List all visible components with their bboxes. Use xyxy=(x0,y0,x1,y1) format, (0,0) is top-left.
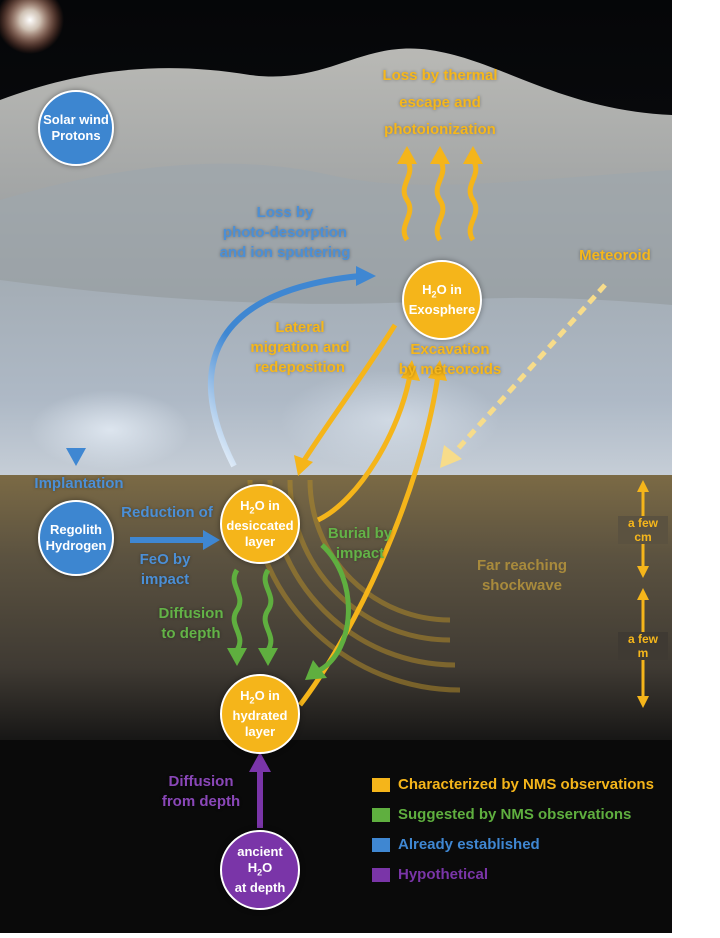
background-art xyxy=(0,0,672,933)
legend-item: Already established xyxy=(372,836,540,853)
feo-impact-label: FeO by impact xyxy=(139,551,191,588)
node-label: H2O in xyxy=(240,497,280,516)
shockwave-label: Far reaching shockwave xyxy=(476,557,568,594)
legend-swatch xyxy=(372,837,390,852)
implantation-label: Implantation xyxy=(34,475,124,492)
hydrated-layer-node: H2O in hydrated layer xyxy=(220,674,300,754)
diffusion-from-depth-label: Diffusion from depth xyxy=(161,773,241,810)
node-label: Regolith xyxy=(50,522,102,537)
lateral-migration-label: Lateral migration and redeposition xyxy=(250,319,350,376)
burial-arrow xyxy=(318,543,351,673)
exosphere-node: H2O in Exosphere xyxy=(402,260,482,340)
ancient-water-node: ancient H2O at depth xyxy=(220,830,300,910)
thermal-escape-arrows xyxy=(401,158,479,242)
photo-desorption-label: Loss by photo-desorption and ion sputter… xyxy=(219,204,351,261)
diffusion-to-depth-arrows xyxy=(231,568,274,652)
node-label: desiccated xyxy=(226,518,294,534)
legend-swatch xyxy=(372,807,390,822)
legend-item: Characterized by NMS observations xyxy=(372,776,654,793)
sun-icon xyxy=(0,0,64,54)
desiccated-layer-node: H2O in desiccated layer xyxy=(220,484,300,564)
legend-item: Hypothetical xyxy=(372,866,488,883)
node-label: H2O in xyxy=(240,687,280,706)
legend-label: Hypothetical xyxy=(398,866,489,883)
reduction-label: Reduction of xyxy=(121,504,213,521)
legend-label: Already established xyxy=(398,836,540,853)
legend-item: Suggested by NMS observations xyxy=(372,806,631,823)
photo-desorption-arrow xyxy=(208,273,361,468)
diffusion-to-depth-label: Diffusion to depth xyxy=(158,605,224,642)
regolith-hydrogen-node: Regolith Hydrogen xyxy=(38,500,114,576)
node-label: at depth xyxy=(234,880,286,896)
scale-cm-label: a few cm xyxy=(618,516,668,544)
node-label: Solar wind xyxy=(43,112,109,127)
legend-label: Characterized by NMS observations xyxy=(398,776,654,793)
node-label: layer xyxy=(244,534,276,550)
node-label: layer xyxy=(244,724,276,740)
node-label: hydrated xyxy=(232,708,288,724)
node-label: Hydrogen xyxy=(45,538,107,553)
legend-swatch xyxy=(372,777,390,792)
solar-wind-node: Solar wind Protons xyxy=(38,90,114,166)
meteoroid-label: Meteoroid xyxy=(579,247,651,264)
legend-label: Suggested by NMS observations xyxy=(398,806,632,823)
excavation-label: Excavation by meteoroids xyxy=(398,341,502,378)
node-label: H2O xyxy=(247,859,273,878)
burial-label: Burial by impact xyxy=(327,525,393,562)
lateral-migration-arrow xyxy=(300,323,398,464)
node-label: Exosphere xyxy=(408,302,476,318)
node-label: Protons xyxy=(51,128,101,143)
legend-swatch xyxy=(372,867,390,882)
scale-m-label: a few m xyxy=(618,632,668,660)
meteoroid-arrow xyxy=(453,283,607,454)
node-label: ancient xyxy=(237,843,283,859)
node-label: H2O in xyxy=(422,281,462,300)
diagram-scene: Solar wind Protons Regolith Hydrogen H2O… xyxy=(0,0,672,933)
thermal-loss-label: Loss by thermal escape and photoionizati… xyxy=(382,67,498,138)
right-margin xyxy=(672,0,720,933)
excavation-arrow-upper xyxy=(316,374,413,523)
